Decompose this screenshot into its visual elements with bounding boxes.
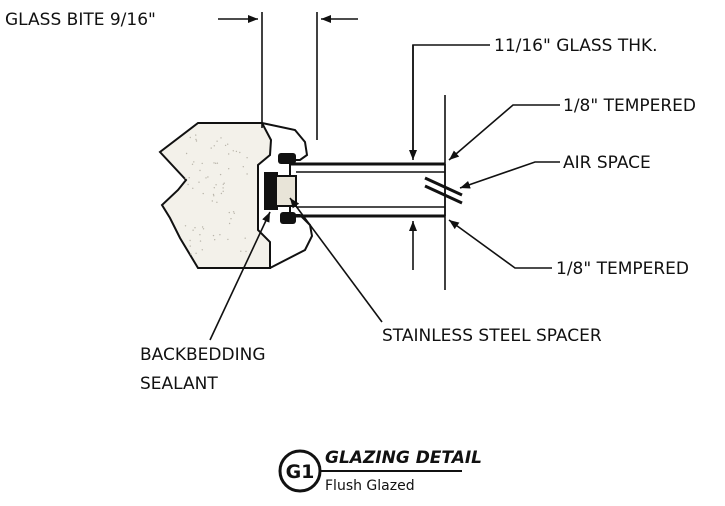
concrete-speckle [228, 168, 230, 170]
concrete-speckle [214, 162, 217, 164]
concrete-speckle [194, 227, 196, 229]
concrete-speckle [195, 134, 197, 136]
detail-tag: G1 [286, 461, 315, 483]
concrete-speckle [199, 234, 201, 236]
backbedding-sealant [264, 172, 278, 210]
concrete-speckle [192, 187, 194, 189]
concrete-speckle [201, 226, 204, 228]
tempered-bottom-leader [448, 219, 552, 269]
concrete-speckle [189, 239, 191, 242]
concrete-speckle [202, 192, 204, 195]
concrete-speckle [215, 184, 217, 186]
glass-bite-label: GLASS BITE 9/16" [5, 10, 156, 30]
concrete-speckle [232, 211, 235, 213]
concrete-speckle [188, 177, 190, 179]
backbedding-label-1: BACKBEDDING [140, 345, 266, 365]
concrete-speckle [227, 238, 229, 241]
concrete-speckle [228, 222, 231, 225]
concrete-speckle [222, 190, 224, 192]
concrete-speckle [227, 143, 229, 145]
concrete-speckle [239, 151, 241, 154]
spacer-leader [289, 197, 383, 323]
concrete-speckle [205, 177, 207, 179]
concrete-speckle [213, 162, 215, 164]
tempered-bottom-label: 1/8" TEMPERED [556, 259, 689, 279]
concrete-speckle [219, 173, 222, 176]
tempered-top-label: 1/8" TEMPERED [563, 96, 696, 116]
backbedding-leader [209, 211, 271, 341]
concrete-speckle [190, 253, 192, 255]
concrete-speckle [213, 195, 215, 197]
spacer-label: STAINLESS STEEL SPACER [382, 326, 602, 346]
concrete-speckle [198, 181, 200, 183]
tempered-top-leader [448, 104, 560, 161]
concrete-speckle [214, 239, 216, 241]
backbedding-label-2: SEALANT [140, 374, 218, 394]
concrete-speckle [228, 153, 230, 155]
air-space-leader [459, 161, 560, 189]
concrete-speckle [223, 182, 225, 184]
break-mark-2 [424, 184, 463, 205]
concrete-speckle [184, 177, 187, 179]
concrete-speckle [230, 218, 232, 220]
concrete-speckle [246, 173, 248, 175]
concrete-speckle [199, 169, 201, 172]
concrete-speckle [185, 152, 188, 155]
concrete-speckle [240, 250, 242, 252]
concrete-speckle [193, 161, 195, 163]
concrete-speckle [235, 150, 238, 153]
concrete-speckle [202, 228, 205, 230]
glass-thk-label: 11/16" GLASS THK. [494, 36, 658, 56]
concrete-speckle [216, 162, 219, 164]
concrete-speckle [189, 136, 191, 139]
concrete-speckle [245, 250, 247, 253]
concrete-speckle [220, 137, 222, 139]
concrete-speckle [216, 201, 218, 203]
concrete-speckle [195, 140, 198, 142]
concrete-speckle [222, 187, 224, 189]
concrete-speckle [201, 249, 203, 251]
concrete-speckle [191, 163, 194, 165]
concrete-speckle [222, 183, 224, 185]
concrete-speckle [242, 166, 244, 168]
concrete-speckle [195, 252, 197, 254]
concrete-speckle [213, 145, 215, 147]
concrete-speckle [232, 150, 234, 152]
concrete-speckle [211, 200, 213, 202]
concrete-speckle [201, 162, 203, 165]
concrete-speckle [212, 193, 215, 196]
concrete-section [158, 122, 273, 269]
concrete-speckle [192, 229, 194, 231]
gasket-top [278, 153, 296, 164]
concrete-speckle [195, 138, 197, 141]
concrete-speckle [216, 140, 218, 142]
detail-subtitle: Flush Glazed [325, 478, 415, 494]
gasket-bottom [280, 212, 296, 224]
concrete-speckle [212, 234, 215, 237]
concrete-speckle [210, 147, 212, 149]
concrete-speckle [187, 183, 189, 186]
thk-arrow-top [409, 44, 490, 160]
concrete-speckle [207, 176, 209, 178]
concrete-speckle [233, 212, 235, 214]
concrete-speckle [244, 237, 246, 239]
concrete-speckle [219, 234, 221, 236]
detail-title: GLAZING DETAIL [325, 448, 482, 468]
concrete-speckle [220, 192, 223, 195]
concrete-speckle [246, 157, 248, 159]
air-space-label: AIR SPACE [563, 153, 651, 173]
concrete-speckle [189, 245, 191, 247]
concrete-speckle-texture [184, 134, 248, 255]
concrete-speckle [224, 144, 227, 147]
break-mark-1 [424, 176, 463, 197]
concrete-speckle [199, 240, 202, 242]
concrete-speckle [228, 211, 230, 214]
concrete-speckle [184, 225, 187, 227]
concrete-speckle [213, 187, 215, 189]
